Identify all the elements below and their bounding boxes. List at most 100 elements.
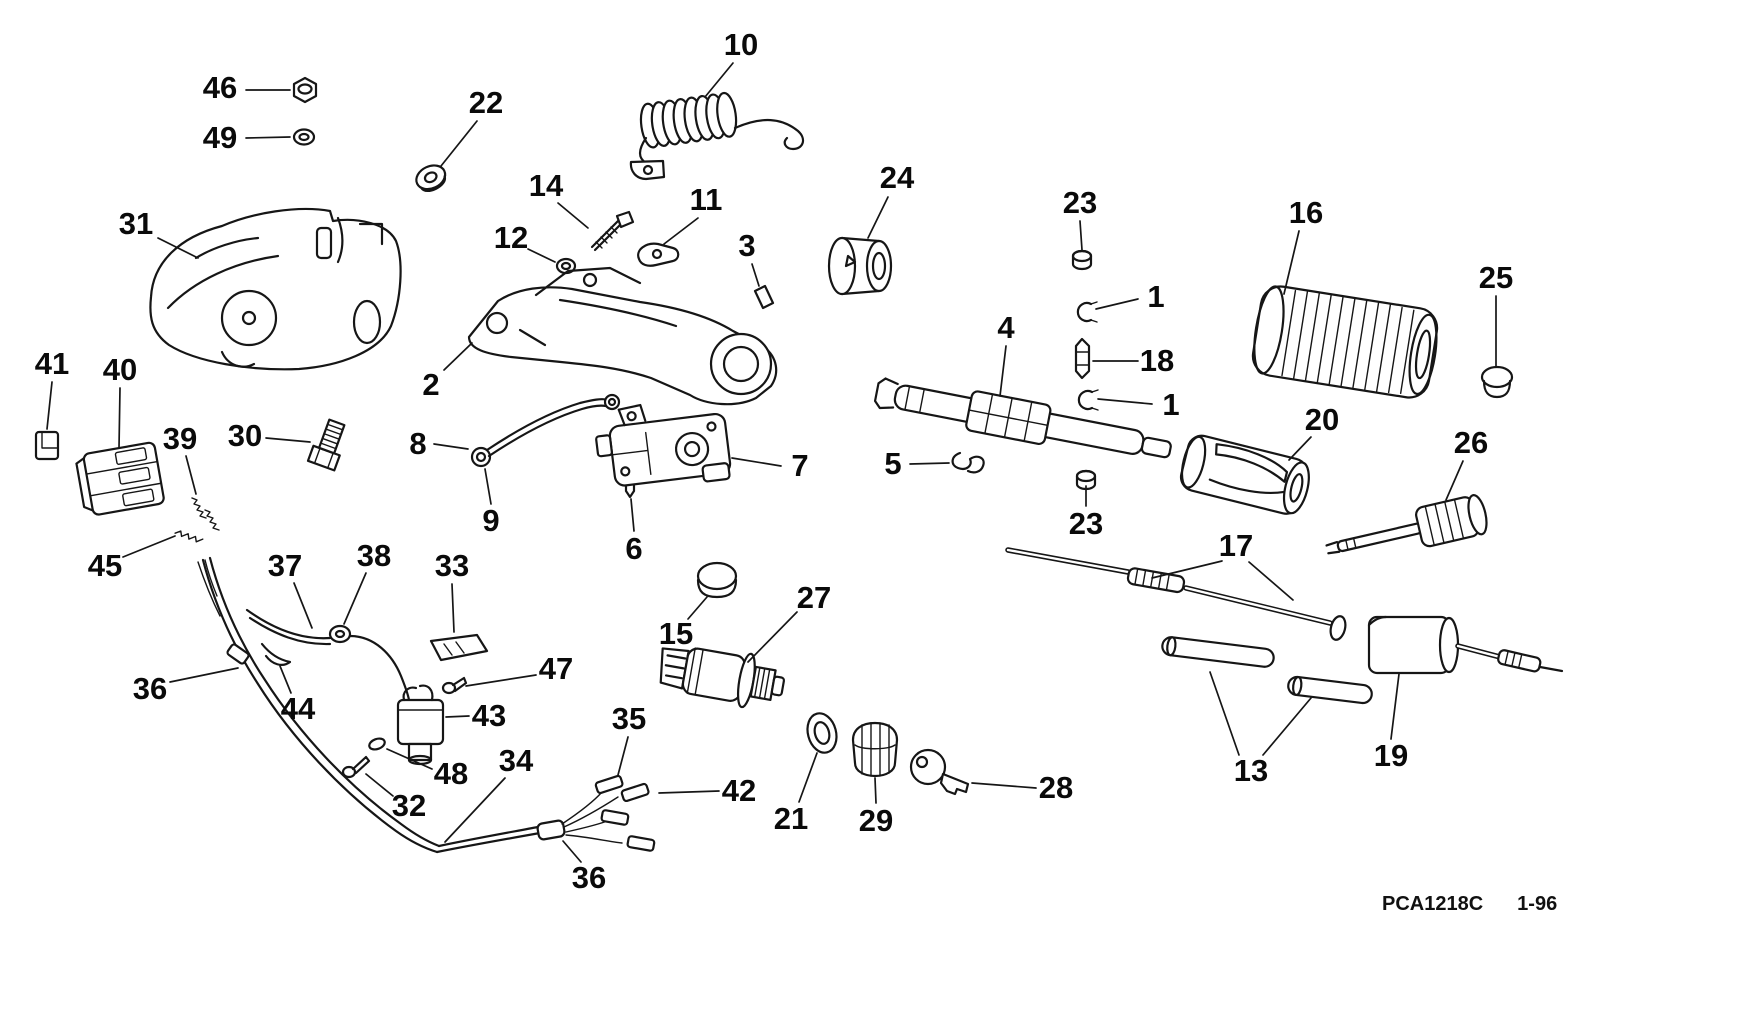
callout-33: 33 bbox=[434, 548, 470, 583]
part-26-connector bbox=[1325, 494, 1488, 555]
part-32-screw bbox=[341, 755, 371, 779]
callout-41: 41 bbox=[34, 346, 70, 381]
callout-26: 26 bbox=[1453, 425, 1489, 460]
part-7-bracket bbox=[595, 403, 732, 487]
part-33-plate bbox=[429, 633, 489, 662]
callout-15: 15 bbox=[658, 616, 694, 651]
part-code: PCA1218C bbox=[1382, 893, 1484, 915]
callout-32: 32 bbox=[391, 788, 427, 823]
callout-2: 2 bbox=[422, 367, 440, 402]
callout-35: 35 bbox=[611, 701, 647, 736]
part-1-clip-upper bbox=[1076, 301, 1098, 323]
callout-29: 29 bbox=[858, 803, 894, 838]
part-25-end-cap bbox=[1480, 365, 1514, 399]
part-39-springs bbox=[191, 497, 220, 531]
callout-17: 17 bbox=[1218, 528, 1254, 563]
part-19-cable-cylinder bbox=[1367, 615, 1564, 675]
callout-23: 23 bbox=[1068, 506, 1104, 541]
part-46-nut bbox=[292, 76, 318, 104]
part-18-pin bbox=[1074, 337, 1091, 380]
drawing-footer: PCA1218C 1-96 bbox=[1382, 893, 1557, 916]
callout-4: 4 bbox=[997, 310, 1015, 345]
part-4-throttle-shaft bbox=[873, 377, 1172, 459]
callout-10: 10 bbox=[723, 27, 759, 62]
callout-34: 34 bbox=[498, 743, 534, 778]
part-1-clip-lower bbox=[1077, 389, 1099, 411]
part-41-terminal bbox=[34, 430, 60, 461]
part-22-grommet bbox=[415, 164, 447, 193]
callout-12: 12 bbox=[493, 220, 529, 255]
callout-36: 36 bbox=[132, 671, 168, 706]
callout-14: 14 bbox=[528, 168, 564, 203]
part-2-tiller-bracket bbox=[467, 266, 778, 406]
part-27-switch bbox=[659, 647, 786, 709]
callout-21: 21 bbox=[773, 801, 809, 836]
part-3-pin bbox=[753, 284, 775, 310]
callout-13: 13 bbox=[1233, 753, 1269, 788]
part-35-terminals bbox=[594, 774, 656, 852]
callout-8: 8 bbox=[409, 426, 427, 461]
callout-39: 39 bbox=[162, 421, 198, 456]
part-36-harness bbox=[197, 556, 441, 854]
part-14-bolt bbox=[590, 210, 635, 252]
callout-31: 31 bbox=[118, 206, 154, 241]
callout-1: 1 bbox=[1162, 387, 1180, 422]
callout-30: 30 bbox=[227, 418, 263, 453]
leader-lines bbox=[46, 62, 1497, 863]
callout-47: 47 bbox=[538, 651, 574, 686]
part-47-screw bbox=[441, 676, 468, 695]
part-10-lanyard-coil bbox=[629, 91, 805, 181]
part-20-gear-sleeve bbox=[1179, 434, 1310, 515]
callout-48: 48 bbox=[433, 756, 469, 791]
callout-40: 40 bbox=[102, 352, 138, 387]
callout-25: 25 bbox=[1478, 260, 1514, 295]
callout-11: 11 bbox=[689, 182, 723, 217]
callout-7: 7 bbox=[791, 448, 809, 483]
part-48-bushing bbox=[368, 737, 386, 751]
callout-46: 46 bbox=[202, 70, 238, 105]
part-28-key bbox=[909, 748, 970, 796]
callout-3: 3 bbox=[738, 228, 756, 263]
callout-37: 37 bbox=[267, 548, 303, 583]
callout-27: 27 bbox=[796, 580, 832, 615]
part-8-ground-wire bbox=[470, 393, 621, 468]
callout-44: 44 bbox=[280, 691, 316, 726]
callout-20: 20 bbox=[1304, 402, 1340, 437]
callout-18: 18 bbox=[1139, 343, 1175, 378]
part-17-steering-cable bbox=[1005, 547, 1347, 641]
part-15-cap bbox=[696, 561, 738, 599]
callout-28: 28 bbox=[1038, 770, 1074, 805]
part-12-washer bbox=[555, 257, 577, 275]
callout-9: 9 bbox=[482, 503, 500, 538]
part-11-clip bbox=[637, 242, 680, 267]
part-45-spring bbox=[174, 530, 204, 543]
callout-23: 23 bbox=[1062, 185, 1098, 220]
callout-43: 43 bbox=[471, 698, 507, 733]
callout-16: 16 bbox=[1288, 195, 1324, 230]
part-13-tubes bbox=[1161, 636, 1373, 705]
callout-42: 42 bbox=[721, 773, 757, 808]
callout-5: 5 bbox=[884, 446, 902, 481]
part-37-branch-wire bbox=[245, 608, 411, 702]
part-30-bolt bbox=[306, 418, 346, 472]
callout-24: 24 bbox=[879, 160, 915, 195]
part-5-clip bbox=[951, 451, 985, 474]
part-49-washer bbox=[292, 128, 316, 146]
date-code: 1-96 bbox=[1517, 893, 1558, 915]
callout-22: 22 bbox=[468, 85, 504, 120]
part-16-handle-grip bbox=[1251, 285, 1439, 399]
callout-1: 1 bbox=[1147, 279, 1165, 314]
part-29-knob bbox=[851, 721, 899, 778]
part-23-bushing-upper bbox=[1071, 249, 1093, 271]
part-38-grommet bbox=[328, 624, 352, 644]
part-23-bushing-lower bbox=[1075, 469, 1097, 491]
part-31-housing-cover bbox=[149, 207, 402, 371]
callout-36: 36 bbox=[571, 860, 607, 895]
part-40-connector-block bbox=[75, 441, 165, 516]
part-43-solenoid bbox=[396, 684, 445, 766]
part-24-cap bbox=[827, 236, 893, 296]
callout-6: 6 bbox=[625, 531, 643, 566]
callout-19: 19 bbox=[1373, 738, 1409, 773]
